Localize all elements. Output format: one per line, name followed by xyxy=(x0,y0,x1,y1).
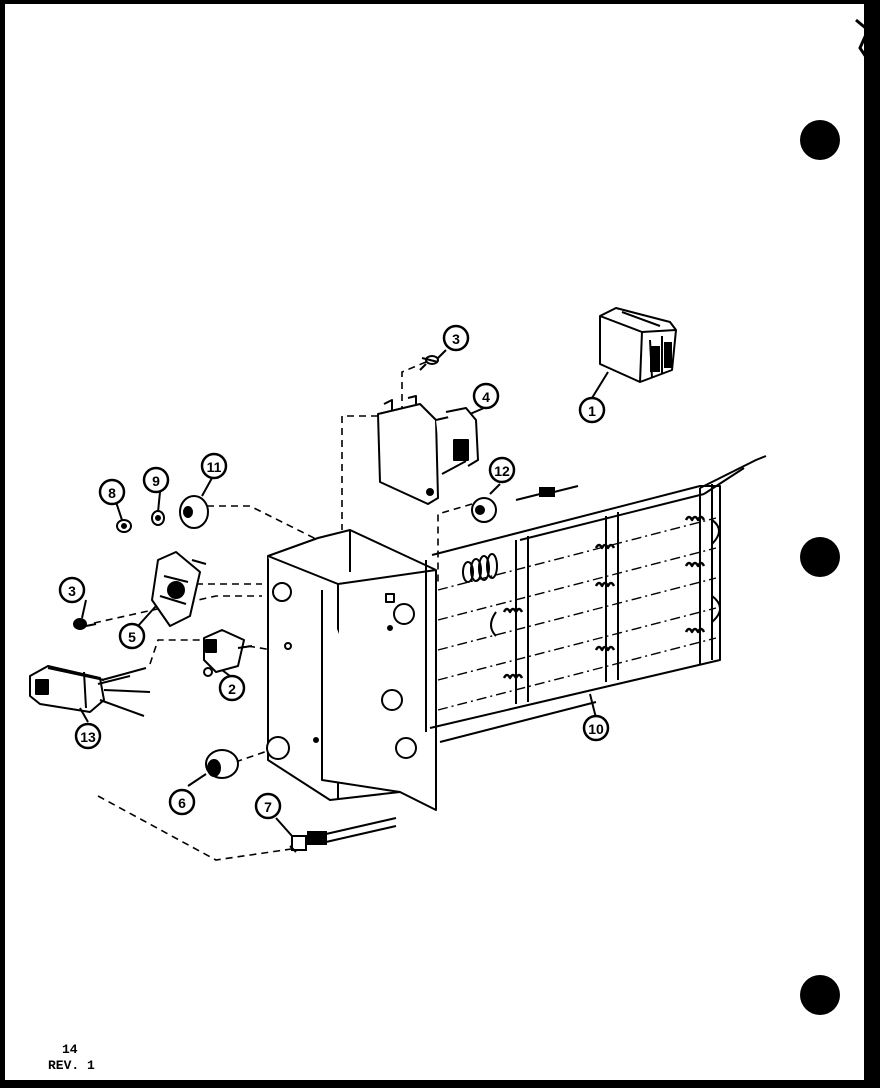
nut xyxy=(116,519,132,533)
callout-circle xyxy=(254,792,282,820)
callout-label-5: 5 xyxy=(128,629,136,645)
callout-label-2: 2 xyxy=(228,681,236,697)
callout-circle xyxy=(168,788,196,816)
callout-circle xyxy=(118,622,146,650)
control-box xyxy=(266,529,437,811)
callout-label-13: 13 xyxy=(80,729,96,745)
switch xyxy=(203,629,253,677)
thermostat xyxy=(151,551,207,627)
callout-circle xyxy=(442,324,470,352)
callout-circle xyxy=(488,456,516,484)
callout-circle xyxy=(578,396,606,424)
callout-label-6: 6 xyxy=(178,795,186,811)
callout-labels: 1 2 3 3 4 5 6 7 8 9 10 11 12 13 xyxy=(68,331,604,815)
heater-assembly xyxy=(425,455,767,743)
callout-circle xyxy=(142,466,170,494)
washer xyxy=(151,510,165,526)
heater-coil-spring xyxy=(462,553,498,583)
callout-circle xyxy=(74,722,102,750)
cord-connector xyxy=(289,817,397,853)
callout-label-1: 1 xyxy=(588,403,596,419)
callout-label-7: 7 xyxy=(264,799,272,815)
knob xyxy=(179,495,209,529)
callout-label-11: 11 xyxy=(207,459,222,475)
callout-circle xyxy=(218,674,246,702)
callout-label-8: 8 xyxy=(108,485,116,501)
callout-label-9: 9 xyxy=(152,473,160,489)
receptacle xyxy=(29,665,151,717)
callout-circle xyxy=(58,576,86,604)
callout-label-4: 4 xyxy=(482,389,490,405)
page-footer: 14 REV. 1 xyxy=(48,1042,95,1074)
grommet xyxy=(205,749,239,779)
callout-circle xyxy=(582,714,610,742)
contactor-bracket xyxy=(377,395,479,505)
relay-block xyxy=(599,307,677,383)
bushing-probe xyxy=(471,485,579,523)
callout-label-12: 12 xyxy=(494,463,510,479)
callout-circle xyxy=(472,382,500,410)
binder-hole-icon xyxy=(800,537,840,577)
callout-circle xyxy=(98,478,126,506)
callout-label-10: 10 xyxy=(588,721,604,737)
callout-circle xyxy=(200,452,228,480)
revision-label: REV. 1 xyxy=(48,1058,95,1073)
screw-top xyxy=(419,355,439,371)
page-number: 14 xyxy=(62,1042,78,1057)
callout-label-3-left: 3 xyxy=(68,583,76,599)
callout-label-3-top: 3 xyxy=(452,331,460,347)
screw-left xyxy=(73,618,97,630)
binder-hole-icon xyxy=(800,975,840,1015)
assembly-lines xyxy=(93,361,473,861)
binder-hole-icon xyxy=(800,120,840,160)
callouts xyxy=(58,324,610,820)
leader-lines xyxy=(79,349,609,837)
